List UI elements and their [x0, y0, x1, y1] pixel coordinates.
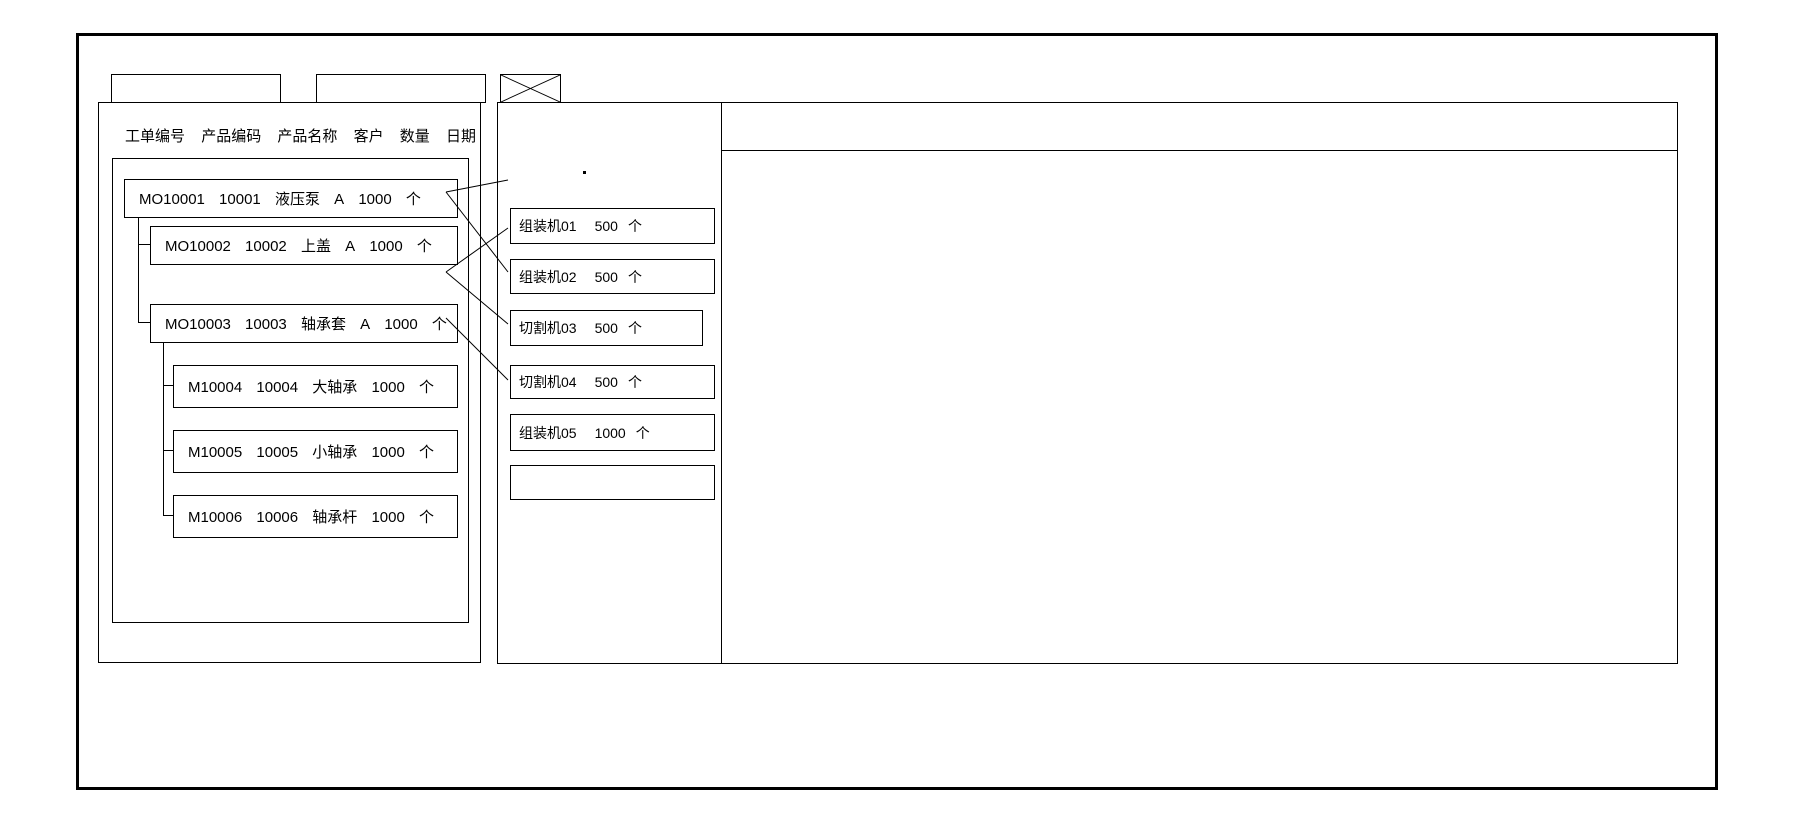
- machine-name: 组装机01: [519, 218, 577, 234]
- cell-unit: 个: [416, 238, 432, 255]
- cell-product-code: 10003: [245, 316, 287, 333]
- cell-product-name: 大轴承: [312, 379, 358, 396]
- cell-order-no: MO10003: [165, 316, 231, 333]
- work-order-tree-frame[interactable]: MO10001 10001 液压泵 A 1000 个 MO10002 10002: [112, 158, 469, 623]
- machine-quantity: 500: [594, 218, 618, 234]
- machine-unit: 个: [627, 320, 642, 336]
- cell-quantity: 1000: [369, 238, 403, 255]
- machine-box[interactable]: 切割机04 500 个: [510, 365, 715, 399]
- machine-name: 组装机02: [519, 268, 577, 285]
- cell-order-no: M10004: [188, 379, 243, 396]
- cell-unit: 个: [419, 379, 435, 396]
- machine-unit: 个: [627, 268, 642, 285]
- cell-customer: A: [334, 191, 345, 208]
- cell-product-name: 轴承杆: [312, 509, 358, 526]
- cell-order-no: MO10002: [165, 238, 231, 255]
- cell-product-code: 10001: [219, 191, 261, 208]
- machine-box[interactable]: 组装机02 500 个: [510, 259, 715, 294]
- cell-unit: 个: [419, 509, 435, 526]
- tree-row-cells: M10006 10006 轴承杆 1000 个: [174, 506, 444, 527]
- machine-quantity: 500: [594, 320, 618, 336]
- machine-quantity: 1000: [594, 424, 626, 441]
- machine-unit: 个: [627, 374, 642, 390]
- cell-quantity: 1000: [371, 444, 405, 461]
- cell-unit: 个: [419, 444, 435, 461]
- machine-box-empty[interactable]: [510, 465, 715, 500]
- cell-order-no: MO10001: [139, 191, 205, 208]
- cell-product-name: 液压泵: [274, 191, 320, 208]
- machine-unit: 个: [627, 218, 642, 234]
- cell-product-code: 10005: [256, 444, 299, 461]
- cell-quantity: 1000: [371, 509, 405, 526]
- tree-row[interactable]: M10005 10005 小轴承 1000 个: [173, 430, 458, 473]
- column-headers: 工单编号 产品编码 产品名称 客户 数量 日期: [125, 125, 488, 146]
- application-window: 工单编号 产品编码 产品名称 客户 数量 日期: [76, 33, 1718, 790]
- column-header-customer: 客户: [353, 128, 384, 145]
- cell-order-no: M10005: [188, 444, 243, 461]
- tree-row[interactable]: MO10001 10001 液压泵 A 1000 个: [124, 179, 458, 218]
- machine-name: 切割机04: [519, 374, 577, 390]
- tree-row[interactable]: MO10002 10002 上盖 A 1000 个: [150, 226, 458, 265]
- cell-product-name: 上盖: [300, 238, 331, 255]
- cell-unit: 个: [431, 316, 447, 333]
- image-placeholder-icon[interactable]: [500, 74, 561, 103]
- cell-product-code: 10002: [245, 238, 287, 255]
- cell-unit: 个: [405, 191, 421, 208]
- machine-box[interactable]: 组装机05 1000 个: [510, 414, 715, 451]
- detail-panel[interactable]: [721, 102, 1678, 664]
- tree-row-cells: MO10003 10003 轴承套 A 1000 个: [151, 313, 457, 334]
- cell-customer: A: [345, 238, 356, 255]
- tree-row[interactable]: MO10003 10003 轴承套 A 1000 个: [150, 304, 458, 343]
- cell-product-name: 轴承套: [300, 316, 346, 333]
- cell-quantity: 1000: [371, 379, 405, 396]
- column-header-date: 日期: [445, 128, 476, 145]
- column-header-product-name: 产品名称: [277, 128, 338, 145]
- machine-unit: 个: [635, 424, 650, 441]
- cell-customer: A: [360, 316, 371, 333]
- toolbar-field-1[interactable]: [111, 74, 281, 103]
- machine-name: 组装机05: [519, 424, 577, 441]
- machine-box[interactable]: 组装机01 500 个: [510, 208, 715, 244]
- detail-panel-divider: [722, 150, 1677, 151]
- machine-name: 切割机03: [519, 320, 577, 336]
- column-header-order-no: 工单编号: [125, 128, 186, 145]
- tree-row[interactable]: M10006 10006 轴承杆 1000 个: [173, 495, 458, 538]
- tree-row-cells: M10005 10005 小轴承 1000 个: [174, 441, 444, 462]
- machine-quantity: 500: [594, 374, 618, 390]
- tree-row-cells: M10004 10004 大轴承 1000 个: [174, 376, 444, 397]
- machine-schedule-panel: 组装机01 500 个 组装机02 500 个 切割机03 500 个 切割机0…: [497, 102, 722, 664]
- work-order-tree: MO10001 10001 液压泵 A 1000 个 MO10002 10002: [113, 159, 468, 622]
- cell-quantity: 1000: [358, 191, 392, 208]
- tree-elbow-5: [163, 323, 174, 516]
- cross-box-icon: [501, 75, 560, 102]
- tree-elbow-2: [138, 198, 151, 323]
- machine-box[interactable]: 切割机03 500 个: [510, 310, 703, 346]
- column-header-product-code: 产品编码: [201, 128, 262, 145]
- panel-marker-dot: [583, 171, 586, 174]
- cell-product-code: 10006: [256, 509, 299, 526]
- machine-quantity: 500: [594, 268, 618, 285]
- tree-row[interactable]: M10004 10004 大轴承 1000 个: [173, 365, 458, 408]
- tree-row-cells: MO10002 10002 上盖 A 1000 个: [151, 235, 442, 256]
- cell-product-name: 小轴承: [312, 444, 358, 461]
- cell-quantity: 1000: [384, 316, 418, 333]
- cell-product-code: 10004: [256, 379, 299, 396]
- work-order-panel: 工单编号 产品编码 产品名称 客户 数量 日期: [98, 102, 481, 663]
- tree-row-cells: MO10001 10001 液压泵 A 1000 个: [125, 188, 431, 209]
- column-header-quantity: 数量: [399, 128, 430, 145]
- toolbar-field-2[interactable]: [316, 74, 486, 103]
- cell-order-no: M10006: [188, 509, 243, 526]
